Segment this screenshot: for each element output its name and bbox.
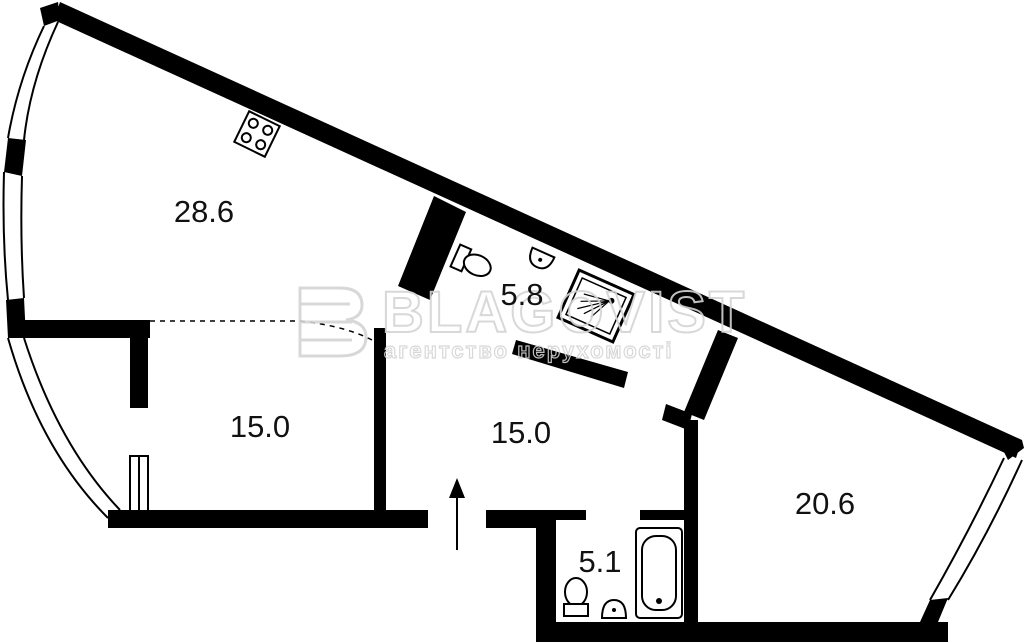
- sink-icon-2: [600, 598, 628, 619]
- right-wall-stub: [1004, 440, 1024, 460]
- right-wall-bottom: [920, 598, 948, 622]
- left-pillar-mid: [4, 138, 26, 176]
- room-area-bedroom: 15.0: [230, 409, 290, 444]
- bedroom-hall-wall: [374, 328, 386, 514]
- toilet-icon: [449, 243, 492, 278]
- bath-right-wall: [684, 420, 698, 630]
- window-mid-outer: [2, 171, 9, 301]
- toilet-icon-2: [563, 577, 589, 617]
- watermark-brand: BLAGOVIST: [382, 280, 747, 345]
- room-area-bath: 5.1: [578, 544, 621, 579]
- right-room-wall-stub: [684, 420, 698, 440]
- window-right-outer: [929, 457, 1005, 601]
- bottom-wall-left: [108, 510, 428, 528]
- openings: [150, 320, 373, 341]
- shower-icon: [556, 268, 636, 344]
- window-right-inner: [947, 459, 1023, 601]
- bath-left-wall: [536, 510, 556, 642]
- shower-left-wall: [398, 196, 466, 300]
- sink-icon: [529, 246, 556, 270]
- watermark-logo-icon: [298, 286, 368, 358]
- window-lower-inner: [23, 337, 121, 511]
- kitchen-bedroom-wall: [8, 320, 150, 338]
- room-area-right: 20.6: [795, 486, 855, 521]
- room-area-kitchen: 28.6: [174, 194, 234, 229]
- window-upper-outer: [7, 25, 45, 139]
- right-room-wall: [684, 330, 738, 420]
- bedroom-wall-stub: [130, 320, 148, 408]
- watermark: BLAGOVIST агентство нерухомості: [298, 279, 747, 364]
- windows: [2, 21, 1023, 601]
- stove-icon: [232, 109, 282, 159]
- shower-bottom-wall: [512, 340, 628, 388]
- watermark-tagline: агентство нерухомості: [384, 338, 673, 363]
- top-outer-wall: [54, 2, 1022, 458]
- window-lower-outer: [7, 337, 109, 519]
- room-area-shower: 5.8: [500, 277, 543, 312]
- room-area-hallway: 15.0: [491, 415, 551, 450]
- bottom-outer-wall: [536, 622, 948, 642]
- open-dashed-arc: [299, 320, 373, 341]
- window-mid-inner: [20, 175, 25, 299]
- bathtub-icon: [635, 527, 683, 619]
- walls: [4, 2, 1024, 642]
- window-upper-inner: [23, 21, 59, 141]
- bath-top-wall-b: [640, 510, 690, 520]
- bottom-wall-mid: [486, 510, 556, 528]
- left-pillar-top: [40, 2, 60, 26]
- entrance-arrow-icon: [449, 478, 465, 550]
- bath-top-wall-a: [556, 510, 586, 520]
